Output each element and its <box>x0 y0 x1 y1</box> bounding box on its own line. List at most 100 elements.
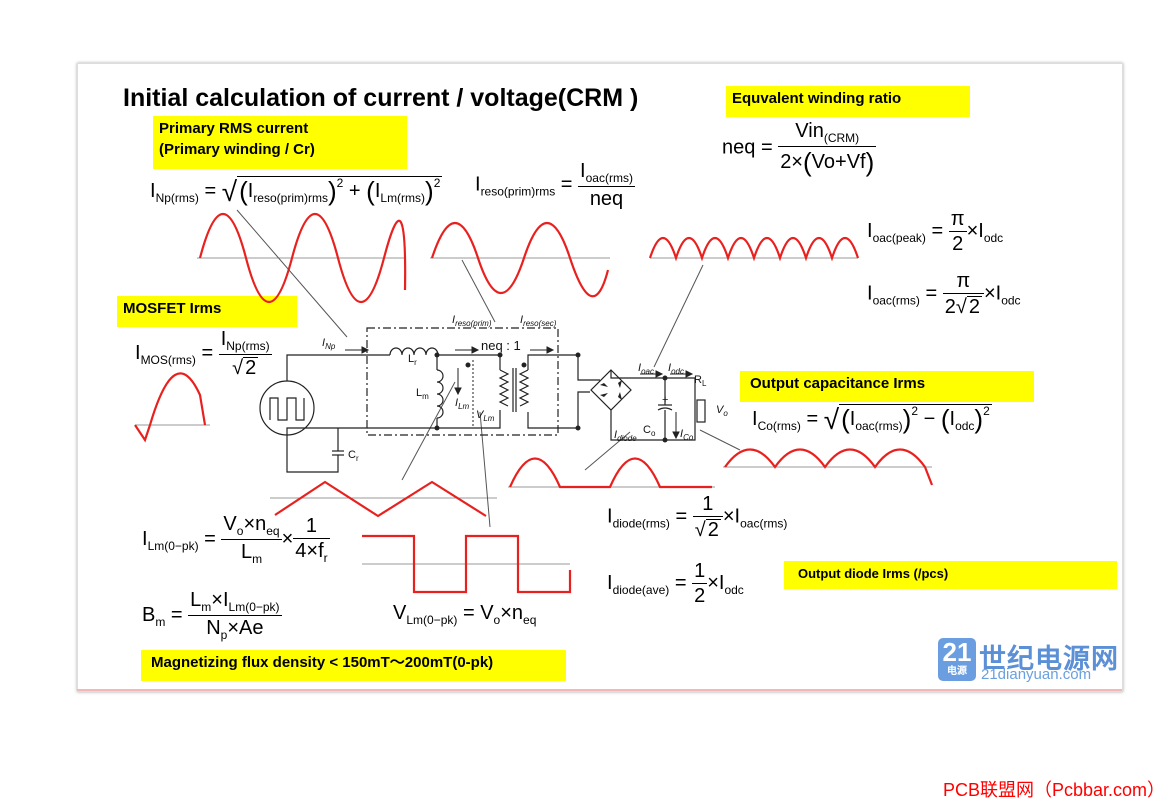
sym-sub: oac(rms) <box>740 516 788 531</box>
label-mosfet: MOSFET Irms <box>117 296 297 327</box>
denominator: 2 <box>952 233 964 255</box>
junction-dot <box>662 375 668 381</box>
sym: L <box>240 541 253 563</box>
times: × <box>281 527 294 550</box>
sym-sub: Lm(0−pk) <box>147 538 199 553</box>
circuit-label-i-diode: Idiode <box>614 429 637 443</box>
polarity-dot <box>521 362 527 368</box>
circuit-label-lr: Lr <box>408 353 417 367</box>
resistor-rl <box>696 399 706 423</box>
eq: = <box>204 180 217 202</box>
sup: 2 <box>983 404 990 418</box>
watermark-cn: 世纪电源网 <box>979 644 1119 674</box>
circuit-label-v-lm: VLm <box>476 409 495 423</box>
numerator: Vin(CRM) <box>778 120 877 147</box>
minus: − <box>923 408 936 430</box>
sqrt-icon: √ <box>823 404 840 435</box>
sym-sub: odc <box>724 582 744 597</box>
sym-sub: m <box>155 614 166 629</box>
sym-sub: Lm(rms) <box>380 191 426 205</box>
sym-sub: o <box>236 524 244 538</box>
sym-sub: odc <box>955 419 975 433</box>
numerator: 1 <box>692 494 723 517</box>
sym-sub: Co(rms) <box>757 419 801 433</box>
plus: + <box>348 180 361 202</box>
circuit-label-cr: Cr <box>348 449 359 463</box>
wave-mosfet <box>134 372 207 443</box>
pointer-line <box>584 431 631 471</box>
sym-sub: Np(rms) <box>226 339 270 353</box>
junction-dot <box>434 425 440 431</box>
sqrt-icon: √ <box>221 176 238 207</box>
label-flux: Magnetizing flux density < 150mT～200mT(0… <box>141 650 566 681</box>
sym: Ae <box>239 617 264 639</box>
wire <box>610 370 696 441</box>
sym: 4× <box>295 539 319 562</box>
sym-sub: MOS(rms) <box>140 352 196 367</box>
sym-sub: Lm(0−pk) <box>228 600 280 614</box>
junction-dot <box>662 437 668 443</box>
sym: I <box>475 173 481 196</box>
circuit-label-i-oac: Ioac <box>638 362 654 376</box>
transformer-boundary <box>366 327 559 436</box>
sup: 2 <box>911 404 919 418</box>
eq: = <box>931 219 944 242</box>
paren-icon: ) <box>902 404 912 434</box>
circuit-label-lm: Lm <box>416 387 429 401</box>
eq: = <box>675 505 688 528</box>
sym-sub: reso(prim)rms <box>253 191 328 205</box>
sqrt-icon: √ <box>694 519 706 541</box>
denominator: 2√2 <box>943 294 984 317</box>
arrow-head <box>454 387 462 396</box>
sym: I <box>374 180 381 202</box>
numerator: Lm×ILm(0−pk) <box>188 589 282 616</box>
times: × <box>966 219 979 242</box>
sym: I <box>220 328 227 350</box>
sym-sub: eq <box>523 613 537 627</box>
formula-neq: neq = Vin(CRM)2×(Vo+Vf) <box>722 120 877 175</box>
sym: Vin <box>795 120 824 142</box>
label-output-diode: Output diode Irms (/pcs) <box>784 561 1117 589</box>
source-pulse-icon <box>269 397 305 421</box>
times: × <box>211 589 223 611</box>
paren-icon: ( <box>940 404 950 434</box>
formula-b-m: Bm = Lm×ILm(0−pk)Np×Ae <box>142 590 282 641</box>
wave-reso-prim-sine <box>430 222 610 298</box>
watermark-logo-text: 电源 <box>947 666 967 677</box>
denominator: neq <box>589 188 624 210</box>
sym-sub: diode(ave) <box>612 582 670 597</box>
circuit-label-plus: + <box>662 394 668 406</box>
eq: = <box>674 571 687 594</box>
sym: I <box>247 180 254 202</box>
label-output-cap: Output capacitance Irms <box>740 371 1034 402</box>
junction-dot <box>434 352 440 358</box>
formula-i-reso-prim-rms: Ireso(prim)rms = Ioac(rms)neq <box>475 161 635 209</box>
circuit-label-i-reso-prim: Ireso(prim) <box>452 314 492 328</box>
fraction: Lm×ILm(0−pk)Np×Ae <box>188 589 282 641</box>
wave-primary-sine <box>198 212 407 304</box>
circuit-label-co: Co <box>643 424 656 438</box>
wave-triangle <box>274 480 487 518</box>
formula-i-co-rms: ICo(rms) = √(Ioac(rms))2 − (Iodc)2 <box>752 404 992 434</box>
sym: L <box>190 589 202 611</box>
denominator: √2 <box>219 355 272 378</box>
junction-dot <box>575 425 581 431</box>
numerator: π <box>948 208 967 232</box>
sym: I <box>849 408 856 430</box>
sym: 2× <box>780 151 803 173</box>
sym: I <box>607 505 613 528</box>
sym-sub: diode(rms) <box>612 516 670 531</box>
formula-i-np-rms: INp(rms) = √(Ireso(prim)rms)2 + (ILm(rms… <box>150 176 443 207</box>
paren-icon: ) <box>425 176 434 206</box>
eq: = <box>462 602 475 624</box>
denominator: 2×(Vo+Vf) <box>778 147 876 175</box>
sym-sub: r <box>323 550 328 565</box>
sym-sub: odc <box>1001 293 1021 308</box>
sym-sub: Lm(0−pk) <box>406 613 458 627</box>
pointer-line <box>236 209 348 338</box>
